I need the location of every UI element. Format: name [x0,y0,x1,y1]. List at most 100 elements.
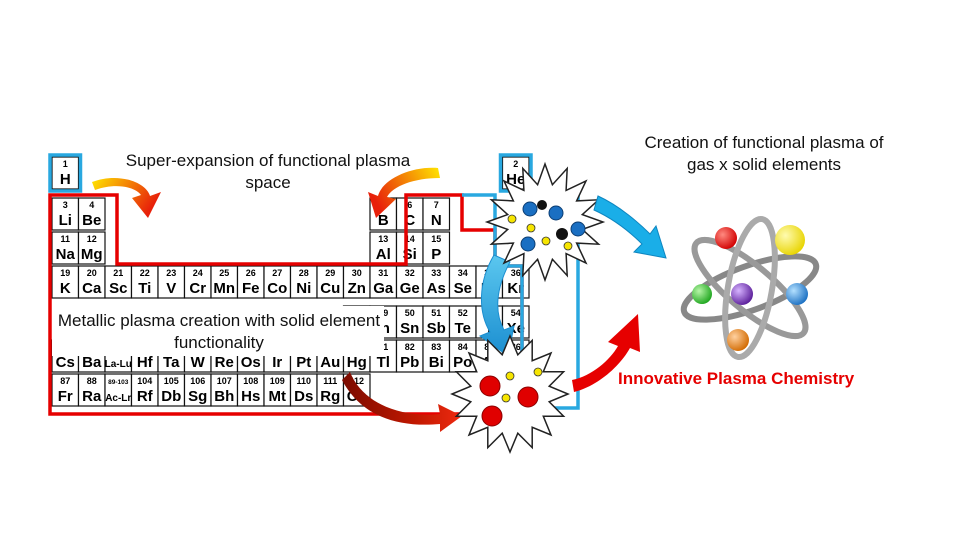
element-symbol: La-Lu [105,359,132,370]
super-expansion-caption: Super-expansion of functional plasma spa… [125,151,411,192]
element-symbol: Po [453,354,472,371]
gas-plasma-burst-icon [484,161,606,283]
element-number: 2 [513,159,518,169]
element-number: 109 [270,376,285,386]
element-symbol: Fr [58,388,73,405]
element-symbol: Sg [188,388,207,405]
gas-element-frame [48,153,83,193]
element-cell-v: 23V [157,265,186,299]
element-number: 11 [60,234,70,244]
element-number: 3 [63,200,68,210]
element-number: 89-103 [108,379,129,386]
element-symbol: Tl [377,354,390,371]
element-symbol: Os [241,354,261,371]
element-number: 21 [113,268,123,278]
metallic-plasma-caption: Metallic plasma creation with solid elem… [57,311,381,352]
element-symbol: Bi [429,354,444,371]
element-number: 15 [431,234,441,244]
element-cell-h: 1H [48,153,83,193]
element-number: 88 [87,376,97,386]
element-number: 4 [89,200,94,210]
element-symbol: Pb [400,354,419,371]
element-symbol: Co [267,280,287,297]
element-number: 87 [60,376,70,386]
element-cell-k: 19K [51,265,80,299]
element-symbol: P [431,246,441,263]
element-number: 111 [323,376,337,386]
metal-caption-backdrop [52,306,384,356]
gas-region-frame [462,185,580,410]
element-number: 86 [511,342,521,352]
element-number: 24 [193,268,203,278]
element-number: 6 [407,200,412,210]
element-symbol: C [404,212,415,229]
element-symbol: Re [215,354,234,371]
element-symbol: Sc [109,280,127,297]
right-expansion-arrow [368,167,440,218]
element-symbol: Hg [347,354,367,371]
element-symbol: Se [454,280,472,297]
element-symbol: Sn [400,320,419,337]
element-number: 20 [87,268,97,278]
element-number: 50 [405,308,415,318]
element-symbol: As [427,280,446,297]
gas-solid-plasma-caption: Creation of functional plasma of gas x s… [644,133,884,174]
metal-plasma-burst-icon [450,334,570,454]
element-number: 36 [511,268,521,278]
element-symbol: N [431,212,442,229]
element-cell-be: 4Be [77,197,106,231]
element-number: 30 [352,268,362,278]
element-symbol: V [166,280,176,297]
element-symbol: Be [82,212,101,229]
element-number: 28 [299,268,309,278]
element-cell-c: 6C [395,197,424,231]
element-number: 7 [434,200,439,210]
element-symbol: Pt [296,354,311,371]
element-number: 104 [137,376,152,386]
element-number: 23 [166,268,176,278]
element-number: 25 [219,268,229,278]
element-symbol: Mn [213,280,235,297]
element-number: 105 [164,376,179,386]
element-symbol: Ti [138,280,151,297]
element-symbol: Hf [137,354,154,371]
element-symbol: Al [376,246,391,263]
element-symbol: B [378,212,389,229]
element-number: 27 [272,268,282,278]
element-symbol: Ca [82,280,102,297]
element-number: 82 [405,342,415,352]
element-symbol: Mt [269,388,287,405]
element-number: 29 [325,268,335,278]
element-symbol: Ra [82,388,102,405]
element-symbol: Fe [242,280,260,297]
element-symbol: Ac-Lr [105,393,131,404]
element-number: 32 [405,268,415,278]
element-symbol: Ta [163,354,180,371]
left-expansion-arrow [92,177,161,218]
element-symbol: Te [455,320,471,337]
element-number: 84 [458,342,468,352]
element-cell-p: 15P [422,231,451,265]
element-number: 33 [431,268,441,278]
